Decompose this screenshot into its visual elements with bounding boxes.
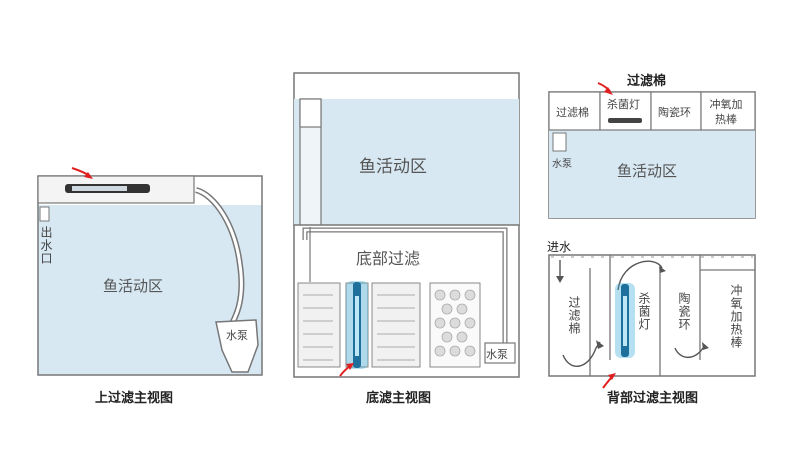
diagram-3-pump-icon [552,132,567,152]
diagram-1-caption: 上过滤主视图 [95,391,174,406]
diagram-3-top-label: 过滤棉 [627,74,667,89]
diagram-3-pump-label: 水泵 [552,159,572,170]
diagram-3-chamber-1: 过滤棉 [567,296,581,335]
diagram-1-pump-body [215,319,259,373]
diagram-2-media-1 [297,282,341,368]
diagram-2-pump-label: 水泵 [486,348,508,361]
diagram-3-flow-3 [617,260,663,291]
diagram-3-top-uv-lamp [608,118,642,123]
diagram-3-red-arrow-top [597,82,613,95]
diagram-1-red-arrow [71,167,93,179]
diagram-3-flow-4 [674,344,706,359]
diagram-3-caption: 背部过滤主视图 [607,391,699,406]
diagram-2-caption: 底滤主视图 [366,391,432,406]
diagram-3-red-arrow-bottom [602,373,616,389]
diagram-3-top-cell-1: 过滤棉 [556,106,589,119]
diagram-3-top-cell-2: 杀菌灯 [607,98,640,111]
diagram-2-media-3 [371,282,421,368]
diagram-1-pump-label: 水泵 [226,329,248,342]
diagram-2-fish-zone-label: 鱼活动区 [359,157,427,177]
diagram-2-red-arrow [339,363,354,377]
diagram-3-chamber-4: 冲氧加热棒 [729,284,743,349]
diagram-3-water [549,130,755,218]
diagram-1-outlet-block [39,206,50,222]
diagram-3-inlet-label: 进水 [547,240,572,254]
diagram-3-fish-zone-label: 鱼活动区 [617,162,678,180]
diagram-1-fish-zone-label: 鱼活动区 [103,277,164,295]
diagram-2-pump-box [484,342,516,364]
diagram-3-chamber-2: 杀菌灯 [637,292,651,331]
diagram-3-top-cell-3: 陶瓷环 [658,106,691,119]
diagram-3-flow-2 [562,341,601,367]
diagram-1-outlet-label: 出水口 [39,226,53,265]
diagram-2-sump-label: 底部过滤 [356,249,421,268]
diagram-3-chamber-3: 陶瓷环 [677,292,691,331]
diagram-3-top-cell-4: 冲氧加热棒 [709,98,743,126]
diagram-3-bottom-tank [548,254,756,377]
diagram-2-water [294,99,519,225]
